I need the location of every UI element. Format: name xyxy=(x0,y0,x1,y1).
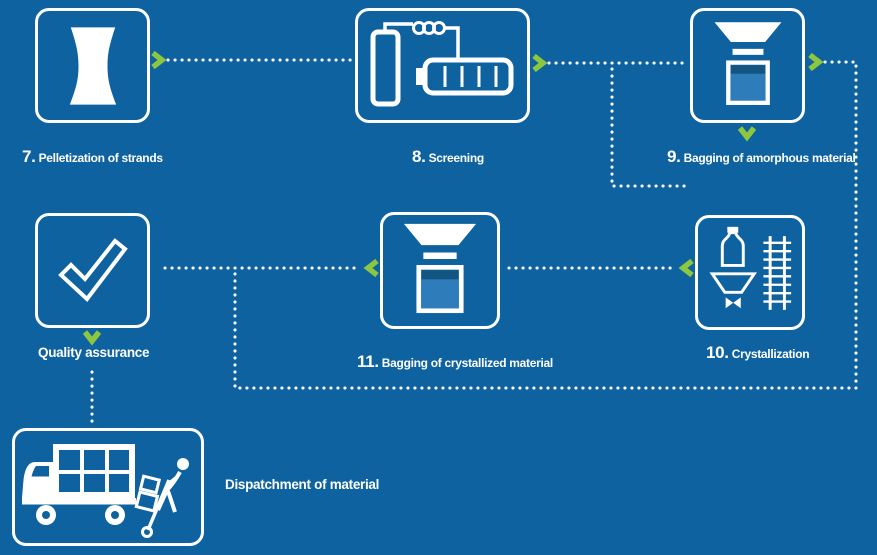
step-10-number: 10. xyxy=(706,343,729,362)
truck-bed xyxy=(22,498,136,505)
dispatchment-node xyxy=(12,428,204,546)
step-10-node xyxy=(695,215,805,330)
step-10-label: 10. Crystallization xyxy=(706,343,810,363)
bagging-machine-icon xyxy=(403,223,477,313)
step-8-title: Screening xyxy=(428,151,485,165)
step-7-label: 7. Pelletization of strands xyxy=(22,147,163,167)
step-11-number: 11. xyxy=(357,352,379,371)
step-7-node xyxy=(35,8,150,123)
quality-assurance-title: Quality assurance xyxy=(38,345,150,360)
chevron-down-qa-icon xyxy=(82,330,102,346)
bag-top-band xyxy=(730,64,765,74)
bagging-machine-icon xyxy=(714,21,781,105)
filling-nozzle xyxy=(732,48,763,55)
parcel-on-hand-truck xyxy=(138,474,162,495)
hopper-outline xyxy=(709,271,757,294)
step-10-title: Crystallization xyxy=(731,347,810,361)
screening-machine-icon xyxy=(370,20,513,106)
pipe-down xyxy=(443,25,460,60)
worker-body xyxy=(165,471,182,492)
step-8-node xyxy=(355,8,530,123)
bottle-cap xyxy=(727,226,739,233)
truck-wheels xyxy=(36,505,125,525)
step-9-label: 9. Bagging of amorphous material xyxy=(667,147,856,167)
chevron-right-after-7-icon xyxy=(151,50,167,70)
step-9-title: Bagging of amorphous material xyxy=(683,151,856,165)
chevron-down-9-10-icon xyxy=(737,126,757,142)
valve-bowtie xyxy=(725,296,741,308)
pipe-coil xyxy=(411,20,446,35)
quality-check-icon xyxy=(57,237,128,302)
hopper-shape xyxy=(403,223,477,245)
truck xyxy=(22,444,136,525)
crystallizer-tower xyxy=(763,235,792,310)
dotted-flow-lines xyxy=(90,58,858,425)
step-8-number: 8. xyxy=(412,147,426,166)
flow-branch-8-10 xyxy=(610,67,692,188)
bottle-outline xyxy=(720,230,745,267)
hopper-shape xyxy=(714,21,781,42)
chevron-right-after-8-icon xyxy=(532,53,548,73)
filling-nozzle xyxy=(423,252,457,259)
cooling-tower-shape xyxy=(69,26,116,105)
chevron-left-10-11-icon xyxy=(678,258,694,278)
flow-bypass-loop xyxy=(233,60,858,390)
step-7-title: Pelletization of strands xyxy=(38,151,163,165)
crystallizer-icon xyxy=(709,226,792,310)
cargo-parcels xyxy=(59,450,129,492)
worker-legs xyxy=(156,489,177,513)
screen-slots xyxy=(443,65,497,87)
extruder-column xyxy=(370,29,400,106)
bag-top-band xyxy=(421,269,459,279)
step-11-label: 11. Bagging of crystallized material xyxy=(357,352,553,372)
pipe-up xyxy=(382,21,413,32)
step-11-node xyxy=(380,212,500,329)
step-9-number: 9. xyxy=(667,147,681,166)
worker-with-hand-truck xyxy=(134,458,189,538)
quality-assurance-label: Quality assurance xyxy=(38,345,150,360)
worker-head xyxy=(177,458,189,470)
screen-body xyxy=(422,57,513,95)
worker-arm xyxy=(165,475,179,487)
screen-terminal xyxy=(415,67,425,85)
flow-chevrons xyxy=(82,50,824,346)
truck-window xyxy=(31,466,49,477)
step-11-title: Bagging of crystallized material xyxy=(381,356,553,370)
dispatchment-title: Dispatchment of material xyxy=(225,477,380,492)
step-9-node xyxy=(690,8,805,123)
pelletizer-tower-icon xyxy=(69,26,116,105)
hand-truck-wheel xyxy=(141,526,153,538)
step-8-label: 8. Screening xyxy=(412,147,484,167)
parcel-on-hand-truck xyxy=(134,490,160,513)
step-7-number: 7. xyxy=(22,147,36,166)
delivery-truck-icon xyxy=(22,444,189,538)
chevron-left-11-qa-icon xyxy=(363,258,379,278)
dispatchment-label: Dispatchment of material xyxy=(225,477,379,492)
chevron-right-after-9-icon xyxy=(808,52,824,72)
checkmark-outline xyxy=(57,237,128,302)
quality-assurance-node xyxy=(35,213,150,328)
